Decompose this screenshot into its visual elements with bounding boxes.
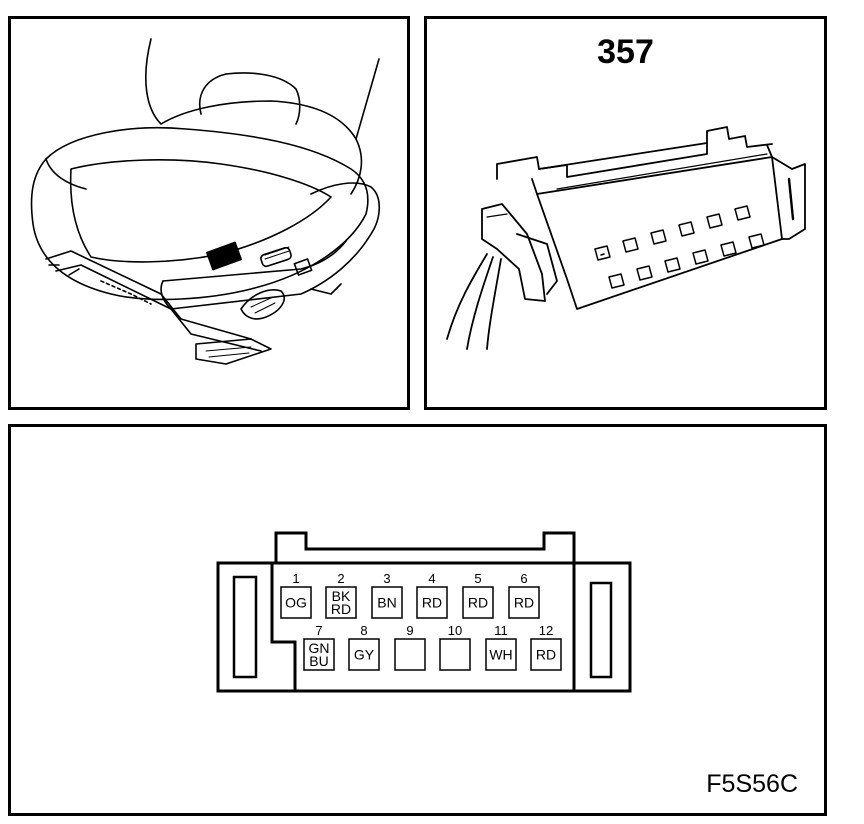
wire-color-label: WH <box>489 647 512 663</box>
seat-illustration-panel <box>8 16 410 410</box>
pin-number: 2 <box>337 571 344 586</box>
pin-cavity <box>530 638 562 671</box>
pin-number: 12 <box>539 623 553 638</box>
right-lock <box>589 581 613 679</box>
pin-cavity <box>485 638 517 671</box>
connector-number: 357 <box>597 33 654 71</box>
pin-cavity <box>508 586 540 619</box>
pin-9: 9 <box>394 623 426 671</box>
pin-cavity <box>280 586 312 619</box>
wire-color-label: BU <box>309 653 328 669</box>
seat-illustration <box>30 38 381 365</box>
wire-color-label: BN <box>377 595 396 611</box>
pin-cavity <box>416 586 448 619</box>
wire-color-label: RD <box>422 595 442 611</box>
pin-number: 10 <box>448 623 462 638</box>
pin-cavity <box>303 638 335 671</box>
pin-1: 1OG <box>280 571 312 619</box>
pin-cavity <box>371 586 403 619</box>
pin-number: 9 <box>406 623 413 638</box>
pin-number: 5 <box>474 571 481 586</box>
connector-housing <box>216 561 632 693</box>
pin-4: 4RD <box>416 571 448 619</box>
wire-color-label: RD <box>514 595 534 611</box>
pin-cavity <box>325 586 357 619</box>
pin-number: 8 <box>360 623 367 638</box>
wire-color-label: RD <box>536 647 556 663</box>
wire-color-label: BK <box>332 588 351 604</box>
wire-color-label: GY <box>354 647 375 663</box>
pin-5: 5RD <box>462 571 494 619</box>
pin-cavity <box>348 638 380 671</box>
connector-illustration-panel: 357 <box>424 16 827 410</box>
pin-number: 4 <box>428 571 435 586</box>
pin-cavity <box>394 638 426 671</box>
wire-color-label: RD <box>331 601 351 617</box>
pin-number: 3 <box>383 571 390 586</box>
wire-color-label: OG <box>285 595 307 611</box>
pin-number: 1 <box>292 571 299 586</box>
pin-number: 7 <box>315 623 322 638</box>
connector-illustration <box>446 126 806 350</box>
wire-color-label: GN <box>309 640 330 656</box>
pin-8: 8GY <box>348 623 380 671</box>
pin-cavity <box>462 586 494 619</box>
left-lock <box>232 575 258 679</box>
pin-6: 6RD <box>508 571 540 619</box>
pin-number: 6 <box>520 571 527 586</box>
pin-10: 10 <box>439 623 471 671</box>
pin-3: 3BN <box>371 571 403 619</box>
pin-cavity <box>439 638 471 671</box>
connector-face <box>270 563 576 691</box>
connector-key <box>274 531 576 563</box>
pin-number: 11 <box>494 623 508 638</box>
figure-code: F5S56C <box>706 770 798 798</box>
wire-color-label: RD <box>468 595 488 611</box>
